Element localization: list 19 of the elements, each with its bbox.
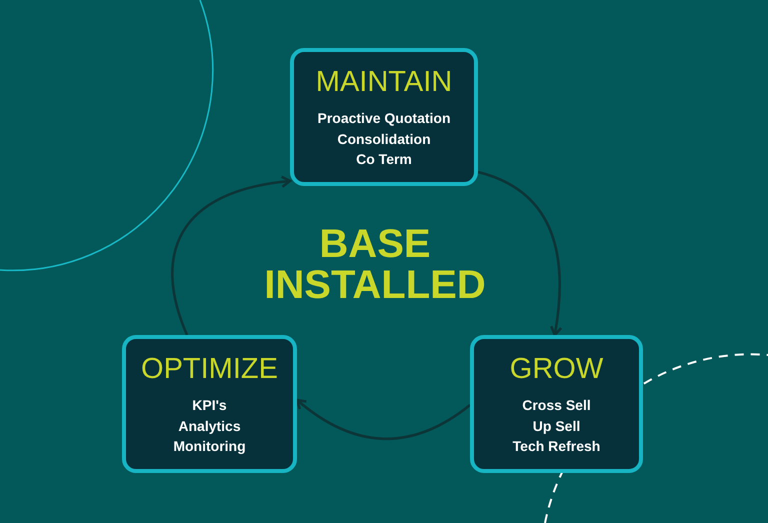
stage-item: Proactive Quotation	[317, 109, 451, 128]
stage-title: OPTIMIZE	[141, 352, 278, 387]
stage-item: Consolidation	[337, 130, 431, 148]
stage-title: MAINTAIN	[316, 65, 452, 100]
stage-item: Analytics	[178, 416, 241, 436]
curved-arrow	[171, 176, 292, 336]
stage-item: Tech Refresh	[512, 437, 600, 456]
stage-item: Cross Sell	[522, 396, 591, 415]
stage-item: Co Term	[356, 150, 412, 169]
stage-title: GROW	[510, 352, 604, 387]
center-label: BASE INSTALLED	[263, 224, 487, 306]
stage-box	[290, 48, 478, 186]
stage-box	[470, 335, 643, 473]
curved-arrow	[478, 170, 562, 336]
stage-item: Up Sell	[532, 416, 580, 436]
stage-box	[122, 335, 297, 473]
curved-arrow	[296, 398, 471, 440]
stage-item: KPI's	[192, 396, 227, 415]
stage-item: Monitoring	[173, 437, 246, 456]
